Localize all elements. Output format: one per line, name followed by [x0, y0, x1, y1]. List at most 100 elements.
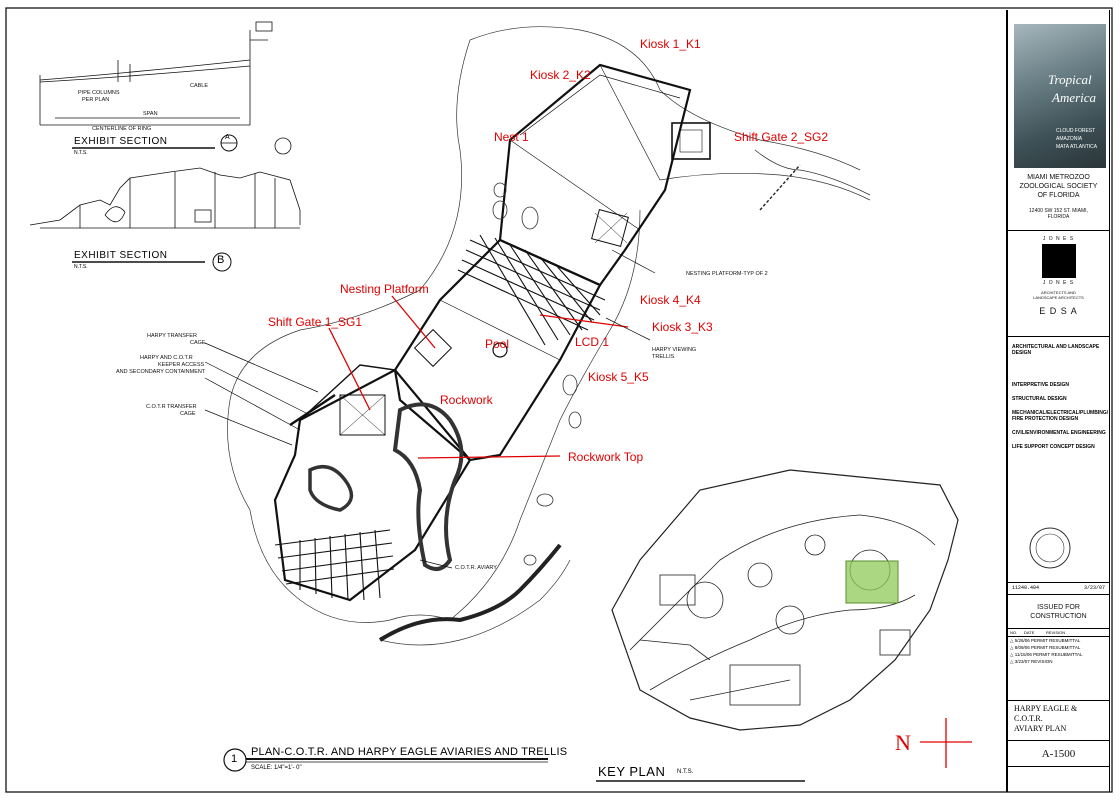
section-b-title: EXHIBIT SECTION	[74, 250, 168, 261]
note-centerline: CENTERLINE OF RING	[92, 126, 152, 132]
logo-sub-2: AMAZONIA	[1056, 136, 1083, 142]
note-cotr-transfer: C.O.T.R TRANSFER	[146, 404, 197, 410]
trellis-hatch-upper	[457, 234, 606, 346]
key-plan-drawing	[611, 469, 959, 731]
path-lower	[378, 543, 562, 642]
key-plan-nts: N.T.S.	[677, 769, 694, 775]
callout-shift-gate-1: Shift Gate 1_SG1	[268, 315, 363, 329]
callout-nest-1: Nest 1	[494, 130, 529, 144]
note-harpy-transfer: HARPY TRANSFER	[147, 333, 197, 339]
north-label: N	[895, 730, 911, 755]
section-a-title: EXHIBIT SECTION	[74, 136, 168, 147]
title-block: Tropical America CLOUD FOREST AMAZONIA M…	[1006, 10, 1110, 792]
key-plan-highlight	[845, 560, 899, 604]
callout-kiosk-2: Kiosk 2_K2	[530, 68, 591, 82]
callout-nesting-platform: Nesting Platform	[340, 282, 429, 296]
client-address: 12400 SW 152 ST. MIAMI, FLORIDA	[1029, 208, 1088, 220]
section-a-nts: N.T.S.	[74, 150, 88, 156]
revision-row: △ 8/09/06 PERMIT RESUBMITTAL	[1010, 645, 1081, 650]
rockwork-pool-outline	[392, 402, 464, 571]
callout-shift-gate-2: Shift Gate 2_SG2	[734, 130, 829, 144]
sheet-title-3: AVIARY PLAN	[1014, 724, 1067, 733]
consultants-list: ARCHITECTURAL AND LANDSCAPE DESIGN INTER…	[1012, 344, 1108, 450]
note-secondary-containment: AND SECONDARY CONTAINMENT	[116, 369, 206, 375]
revision-row: △ 3/23/07 REVISION	[1010, 659, 1053, 664]
firm-jones-sub: ARCHITECTS AND LANDSCAPE ARCHITECTS	[1033, 290, 1084, 300]
callout-leaders	[328, 295, 629, 459]
issued-construction: CONSTRUCTION	[1030, 613, 1087, 620]
note-harpy-viewing: HARPY VIEWING	[652, 347, 697, 353]
sheet-title-1: HARPY EAGLE &	[1014, 704, 1078, 713]
callout-pool: Pool	[485, 337, 510, 351]
consultant-2: INTERPRETIVE DESIGN	[1012, 382, 1069, 388]
issued-for: ISSUED FOR	[1037, 604, 1080, 611]
note-keeper-access: KEEPER ACCESS	[158, 362, 205, 368]
callout-lcd-1: LCD 1	[575, 335, 610, 349]
sheet-title-2: C.O.T.R.	[1014, 714, 1043, 723]
rev-header-no: NO.	[1010, 630, 1018, 635]
section-a-marker: A	[225, 134, 230, 141]
firm-jones-top: J O N E S	[1042, 236, 1075, 242]
trellis-hatch-lower	[274, 529, 395, 601]
sheet-border	[5, 7, 1113, 793]
plan-number-circle	[223, 748, 247, 772]
note-nesting-platform-typ: NESTING PLATFORM-TYP OF 2	[686, 271, 768, 277]
consultant-1: ARCHITECTURAL AND LANDSCAPE DESIGN	[1012, 344, 1100, 356]
boulders	[492, 182, 582, 566]
rev-header-date: DATE	[1024, 630, 1035, 635]
logo-image: Tropical America CLOUD FOREST AMAZONIA M…	[1014, 24, 1106, 168]
plan-title: PLAN-C.O.T.R. AND HARPY EAGLE AVIARIES A…	[251, 746, 568, 758]
logo-title-1: Tropical	[1048, 72, 1092, 87]
note-harpy-cotr-access: HARPY AND C.O.T.R	[140, 355, 193, 361]
logo-title-2: America	[1052, 90, 1097, 105]
note-span: SPAN	[143, 111, 158, 117]
section-b-marker-circle	[212, 252, 232, 272]
callout-kiosk-4: Kiosk 4_K4	[640, 293, 701, 307]
note-harpy-transfer-cage: CAGE	[190, 340, 206, 346]
section-b-marker: B	[217, 254, 225, 266]
callout-rockwork: Rockwork	[440, 393, 493, 407]
pool-feature	[492, 342, 508, 358]
revision-row: △ 5/26/06 PERMIT RESUBMITTAL	[1010, 638, 1081, 643]
section-b-nts: N.T.S.	[74, 264, 88, 270]
sheet-number: A-1500	[1041, 748, 1076, 760]
exhibit-section-b-drawing	[29, 167, 301, 229]
client-line-2: ZOOLOGICAL SOCIETY	[1019, 183, 1098, 190]
jones-logo-square	[1042, 244, 1076, 278]
client-line-3: OF FLORIDA	[1037, 192, 1080, 199]
architect-seal	[1029, 527, 1071, 569]
firm-edsa: E D S A	[1039, 306, 1078, 316]
key-plan-title: KEY PLAN	[598, 764, 666, 779]
callout-rockwork-top: Rockwork Top	[568, 450, 644, 464]
consultant-4: MECHANICAL/ELECTRICAL/PLUMBING/ FIRE PRO…	[1012, 410, 1109, 422]
note-leaders	[204, 249, 656, 569]
note-cotr-transfer-cage: CAGE	[180, 411, 196, 417]
note-cotr-aviary: C.O.T.R. AVIARY	[455, 565, 497, 571]
exhibit-section-a-drawing	[39, 21, 273, 126]
rev-header-revision: REVISION	[1046, 630, 1066, 635]
aviary-outline	[273, 63, 711, 602]
callout-kiosk-3: Kiosk 3_K3	[652, 320, 713, 334]
terrain-contours	[227, 26, 871, 646]
job-number: 11240.404	[1012, 585, 1040, 591]
consultant-6: LIFE SUPPORT CONCEPT DESIGN	[1012, 444, 1095, 450]
callout-kiosk-1: Kiosk 1_K1	[640, 37, 701, 51]
revision-row: △ 11/15/06 PERMIT RESUBMITTAL	[1010, 652, 1083, 657]
client-line-1: MIAMI METROZOO	[1027, 174, 1090, 181]
logo-sub-1: CLOUD FOREST	[1056, 128, 1096, 134]
firm-jones-bottom: J O N E S	[1042, 280, 1075, 286]
callout-kiosk-5: Kiosk 5_K5	[588, 370, 649, 384]
plan-scale: SCALE: 1/4"=1'- 0"	[251, 765, 302, 771]
sheet-date: 3/23/07	[1083, 585, 1105, 591]
revision-list: △ 5/26/06 PERMIT RESUBMITTAL △ 8/09/06 P…	[1010, 638, 1106, 666]
note-cable: CABLE	[190, 83, 209, 89]
consultant-5: CIVIL/ENVIRONMENTAL ENGINEERING	[1012, 430, 1106, 436]
note-per-plan: PER PLAN	[82, 97, 110, 103]
consultant-3: STRUCTURAL DESIGN	[1012, 396, 1067, 402]
note-trellis: TRELLIS	[652, 354, 675, 360]
plan-number: 1	[231, 753, 238, 765]
logo-sub-3: MATA ATLANTICA	[1056, 144, 1098, 150]
note-pipe-columns: PIPE COLUMNS	[78, 90, 120, 96]
